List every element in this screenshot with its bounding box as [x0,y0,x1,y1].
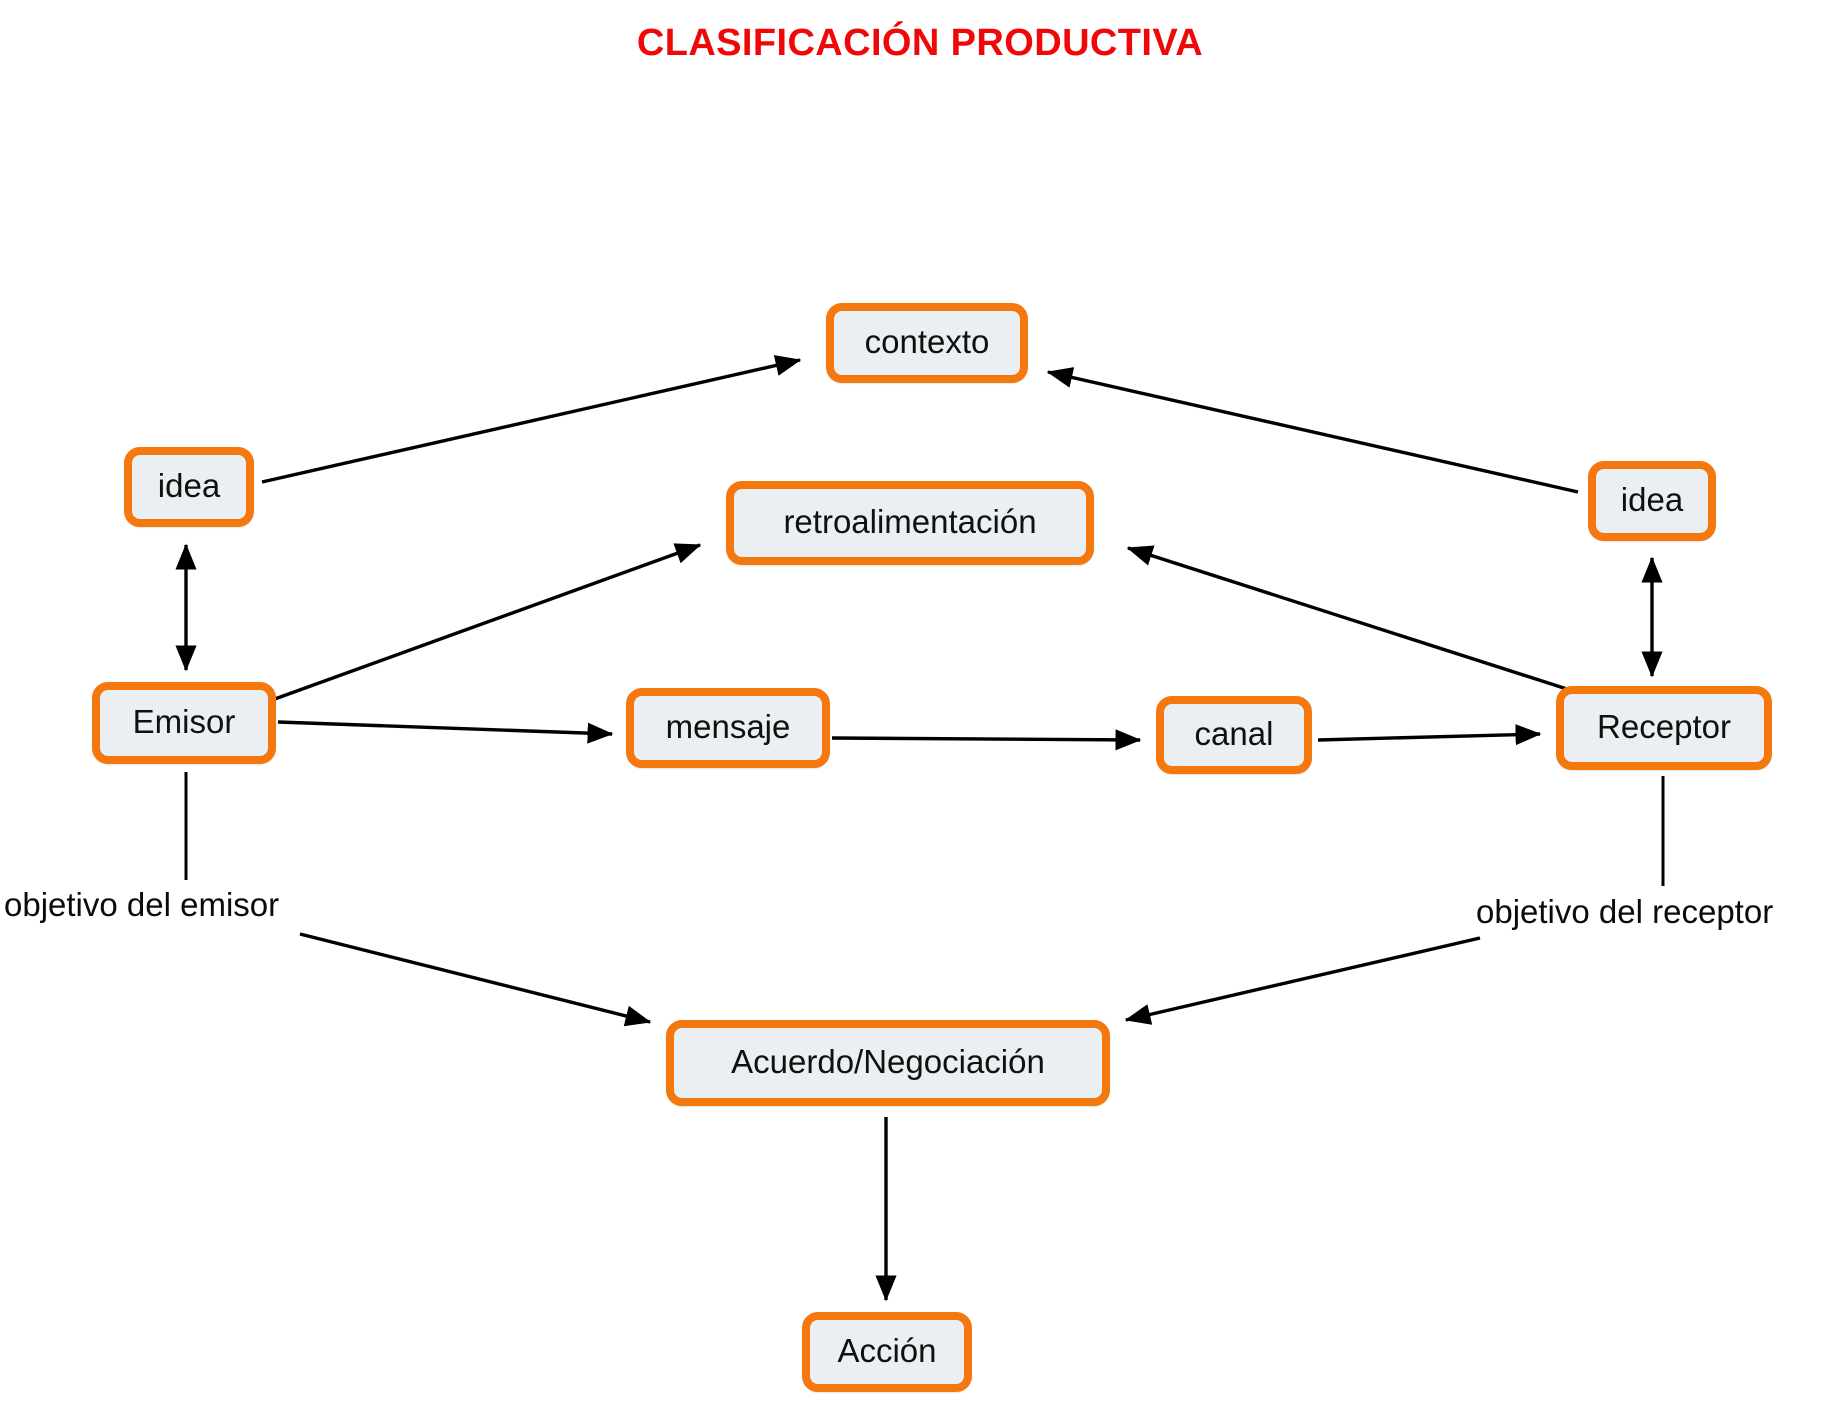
edge-mensaje-to-canal [831,729,1142,751]
node-acuerdo-negociacion-label: Acuerdo/Negociación [731,1043,1045,1080]
label-objetivo-del-receptor: objetivo del receptor [1476,893,1774,930]
edge-objetivo-emisor-to-acuerdo [299,932,652,1027]
node-accion[interactable]: Acción [802,1312,972,1392]
edge-canal-to-receptor [1317,724,1542,746]
node-accion-label: Acción [837,1332,937,1369]
node-mensaje[interactable]: mensaje [626,688,830,768]
node-contexto-label: contexto [864,323,990,360]
node-retroalimentacion-label: retroalimentación [783,503,1037,540]
node-idea-left[interactable]: idea [124,447,254,527]
edge-idea-left-to-contexto [261,355,802,484]
node-canal-label: canal [1194,715,1274,752]
node-contexto[interactable]: contexto [826,303,1028,383]
edge-emisor-to-mensaje [277,720,614,744]
label-objetivo-del-emisor: objetivo del emisor [4,886,280,923]
edge-emisor-to-retroalimentacion [271,543,702,702]
node-idea-right[interactable]: idea [1588,461,1716,541]
node-receptor[interactable]: Receptor [1556,686,1772,770]
edge-idea-right-to-contexto [1046,367,1579,494]
node-emisor-label: Emisor [132,703,236,740]
node-idea-left-label: idea [157,467,221,504]
edge-objetivo-receptor-to-acuerdo [1124,936,1481,1025]
node-emisor[interactable]: Emisor [92,682,276,764]
node-idea-right-label: idea [1620,481,1684,518]
node-canal[interactable]: canal [1156,696,1312,774]
node-acuerdo-negociacion[interactable]: Acuerdo/Negociación [666,1020,1110,1106]
page-title: CLASIFICACIÓN PRODUCTIVA [636,22,1204,64]
edge-receptor-to-retroalimentacion [1126,545,1571,692]
node-retroalimentacion[interactable]: retroalimentación [726,481,1094,565]
node-receptor-label: Receptor [1597,708,1731,745]
node-mensaje-label: mensaje [665,708,791,745]
